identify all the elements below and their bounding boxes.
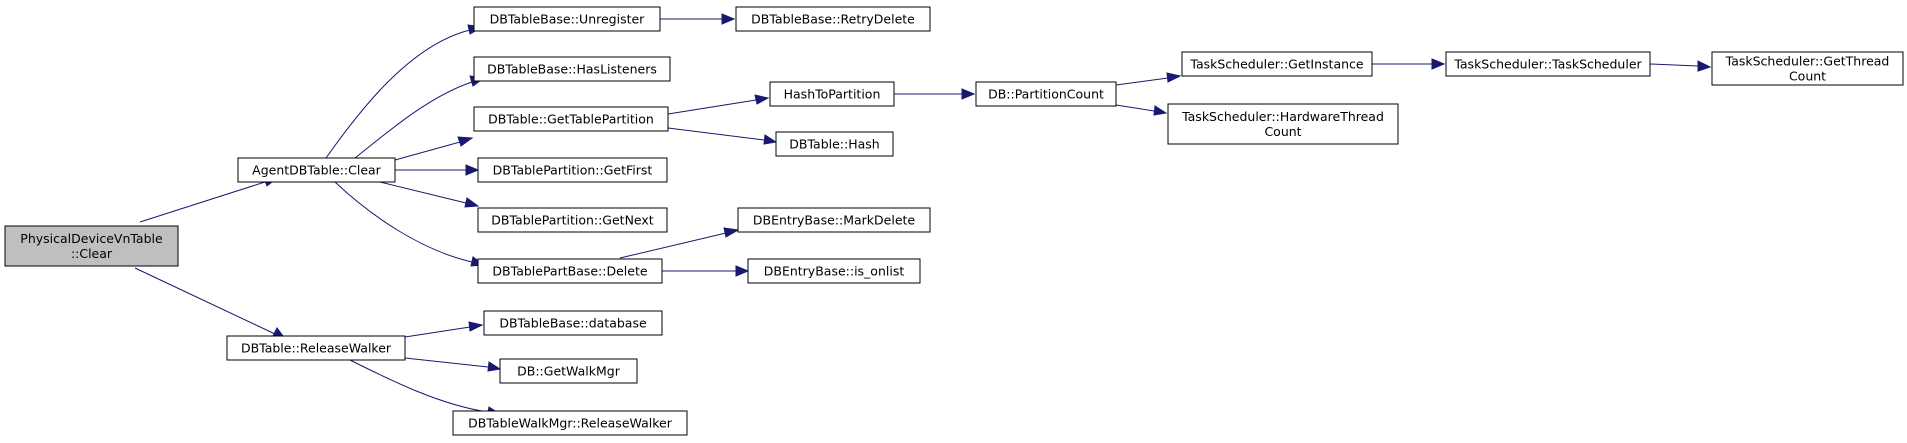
node-label: DBTable::ReleaseWalker [241, 341, 392, 356]
node-label: DBTableBase::HasListeners [487, 62, 657, 77]
node-task-scheduler-get-instance[interactable]: TaskScheduler::GetInstance [1181, 51, 1373, 77]
node-db-table-base-has-listeners[interactable]: DBTableBase::HasListeners [473, 56, 671, 82]
node-label: DBTablePartition::GetNext [491, 213, 654, 228]
node-label: DBTableWalkMgr::ReleaseWalker [468, 416, 673, 431]
node-physical-device-vn-table-clear[interactable]: PhysicalDeviceVnTable::Clear [4, 225, 179, 267]
node-label: AgentDBTable::Clear [252, 163, 381, 178]
node-label: Count [1264, 124, 1301, 139]
node-label: DBTable::Hash [789, 137, 879, 152]
node-db-table-walk-mgr-release-walker[interactable]: DBTableWalkMgr::ReleaseWalker [452, 410, 688, 436]
node-label: TaskScheduler::GetThread [1725, 54, 1890, 69]
node-label: DBEntryBase::is_onlist [764, 264, 905, 279]
edge-get-instance-to-task-scheduler [1372, 58, 1446, 70]
node-db-table-partition-get-next[interactable]: DBTablePartition::GetNext [477, 207, 668, 233]
node-label: ::Clear [71, 246, 113, 261]
edge-release-walker-to-walkmgr-release [349, 359, 502, 417]
node-task-scheduler-task-scheduler[interactable]: TaskScheduler::TaskScheduler [1445, 51, 1651, 77]
edge-partition-count-to-hw-thread-count [1115, 104, 1168, 116]
node-db-get-walk-mgr[interactable]: DB::GetWalkMgr [499, 358, 638, 384]
node-label: Count [1789, 69, 1826, 84]
node-db-partition-count[interactable]: DB::PartitionCount [975, 81, 1117, 107]
node-db-table-base-database[interactable]: DBTableBase::database [483, 310, 663, 336]
node-db-entry-base-mark-delete[interactable]: DBEntryBase::MarkDelete [737, 207, 931, 233]
node-label: DBTableBase::RetryDelete [751, 12, 915, 27]
edge-agent-clear-to-has-listeners [354, 75, 486, 159]
node-db-table-release-walker[interactable]: DBTable::ReleaseWalker [226, 335, 406, 361]
edge-hash-to-partition-to-partition-count [894, 88, 976, 100]
node-label: DBTable::GetTablePartition [488, 112, 654, 127]
node-agent-db-table-clear[interactable]: AgentDBTable::Clear [237, 157, 396, 183]
node-label: DBTablePartition::GetFirst [493, 163, 653, 178]
node-db-table-hash[interactable]: DBTable::Hash [775, 131, 894, 157]
edge-unregister-to-retry-delete [660, 13, 736, 25]
edge-release-walker-to-get-walk-mgr [404, 357, 502, 372]
node-label: TaskScheduler::TaskScheduler [1453, 57, 1642, 72]
edge-agent-clear-to-delete [334, 181, 486, 267]
node-label: DBTableBase::Unregister [490, 12, 646, 27]
node-db-entry-base-is-onlist[interactable]: DBEntryBase::is_onlist [747, 258, 921, 284]
node-label: HashToPartition [784, 87, 881, 102]
node-db-table-base-unregister[interactable]: DBTableBase::Unregister [473, 6, 661, 32]
edge-agent-clear-to-get-table-partition [394, 136, 474, 161]
node-db-table-part-base-delete[interactable]: DBTablePartBase::Delete [477, 258, 663, 284]
node-db-table-get-table-partition[interactable]: DBTable::GetTablePartition [473, 106, 669, 132]
node-label: DB::PartitionCount [988, 87, 1104, 102]
node-db-table-base-retry-delete[interactable]: DBTableBase::RetryDelete [735, 6, 931, 32]
edge-release-walker-to-database [404, 321, 484, 338]
node-label: DBEntryBase::MarkDelete [753, 213, 916, 228]
node-label: PhysicalDeviceVnTable [20, 231, 163, 246]
edge-partition-count-to-get-instance [1115, 72, 1182, 86]
node-label: DB::GetWalkMgr [517, 364, 621, 379]
edge-delete-to-mark-delete [619, 227, 740, 259]
edge-delete-to-is-onlist [662, 265, 750, 277]
node-label: TaskScheduler::HardwareThread [1181, 109, 1384, 124]
edge-root-to-release-walker [134, 267, 288, 341]
node-label: DBTablePartBase::Delete [492, 264, 647, 279]
edge-get-table-partition-to-hash-to-partition [667, 94, 770, 115]
edge-root-to-agent-clear [139, 175, 279, 223]
nodes: PhysicalDeviceVnTable::Clear AgentDBTabl… [4, 6, 1904, 436]
node-label: TaskScheduler::GetInstance [1189, 57, 1364, 72]
node-label: DBTableBase::database [499, 316, 647, 331]
edge-agent-clear-to-get-next [379, 181, 480, 208]
edge-get-table-partition-to-hash [667, 127, 778, 145]
edge-task-scheduler-to-get-thread-count [1649, 60, 1712, 72]
node-hash-to-partition[interactable]: HashToPartition [769, 81, 895, 107]
edge-agent-clear-to-get-first [395, 164, 480, 176]
node-db-table-partition-get-first[interactable]: DBTablePartition::GetFirst [477, 157, 668, 183]
